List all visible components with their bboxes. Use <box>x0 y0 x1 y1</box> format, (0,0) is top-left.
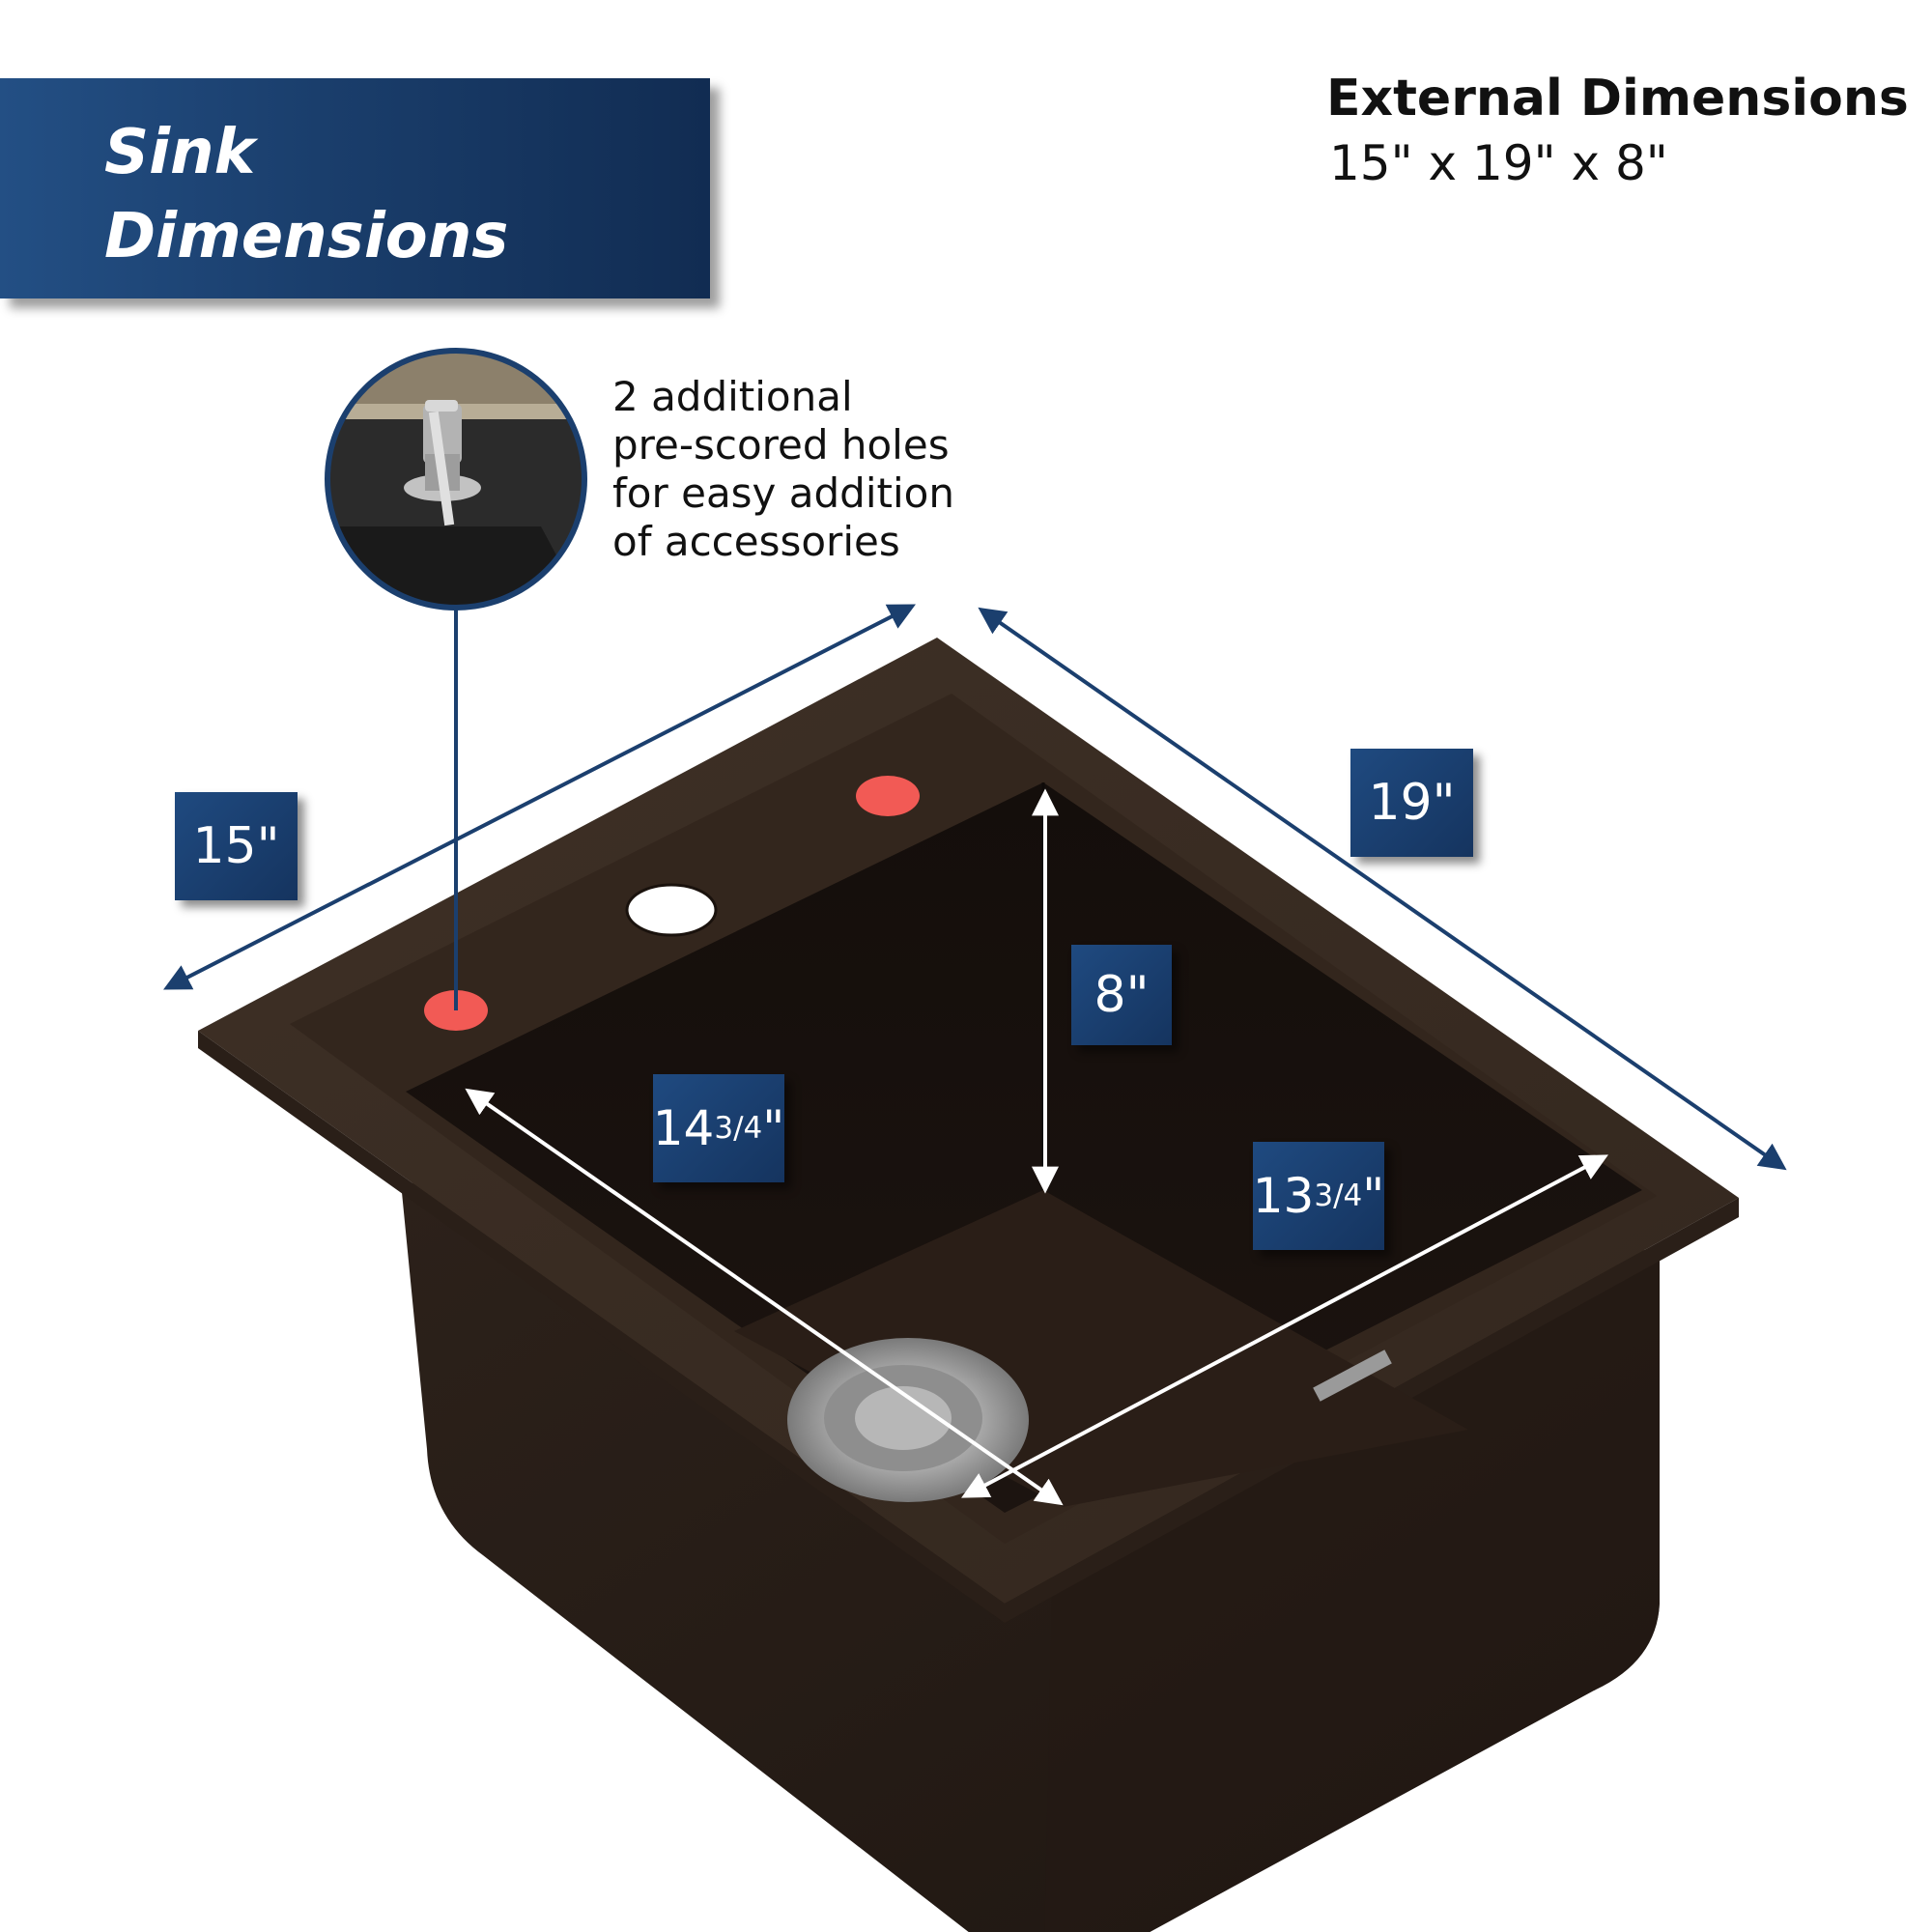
drain <box>787 1338 1029 1502</box>
inner-width-unit: " <box>1362 1168 1385 1224</box>
width-arrow <box>163 604 916 990</box>
width-label: 15" <box>175 792 298 900</box>
title-line-1: Sink <box>104 117 256 188</box>
inner-length-whole: 14 <box>652 1100 715 1156</box>
title-banner: Sink Dimensions <box>0 78 710 298</box>
length-arrow <box>978 607 1787 1171</box>
callout-line-1: 2 additional <box>612 373 853 420</box>
pre-scored-hole-marker <box>856 776 920 816</box>
inner-width-whole: 13 <box>1252 1168 1315 1224</box>
callout-line-2: pre-scored holes <box>612 421 950 469</box>
depth-value: 8" <box>1094 966 1150 1024</box>
external-dimensions-title: External Dimensions <box>1326 70 1909 128</box>
inner-length-fraction: 3/4 <box>714 1111 763 1146</box>
callout-line-3: for easy addition <box>612 469 954 517</box>
faucet-hole <box>625 883 718 937</box>
page-title: Sink Dimensions <box>104 111 684 279</box>
soap-dispenser-photo <box>325 348 587 611</box>
inner-length-arrow <box>465 1088 1064 1506</box>
callout-line-4: of accessories <box>612 518 900 565</box>
inner-width-fraction: 3/4 <box>1314 1179 1363 1213</box>
callout-text: 2 additional pre-scored holes for easy a… <box>612 373 1018 566</box>
inner-length-unit: " <box>762 1100 785 1156</box>
title-line-2: Dimensions <box>104 201 509 272</box>
inner-width-arrow <box>961 1154 1608 1498</box>
length-label: 19" <box>1350 749 1473 857</box>
external-dimensions-value: 15" x 19" x 8" <box>1329 135 1668 191</box>
depth-label: 8" <box>1071 945 1172 1045</box>
